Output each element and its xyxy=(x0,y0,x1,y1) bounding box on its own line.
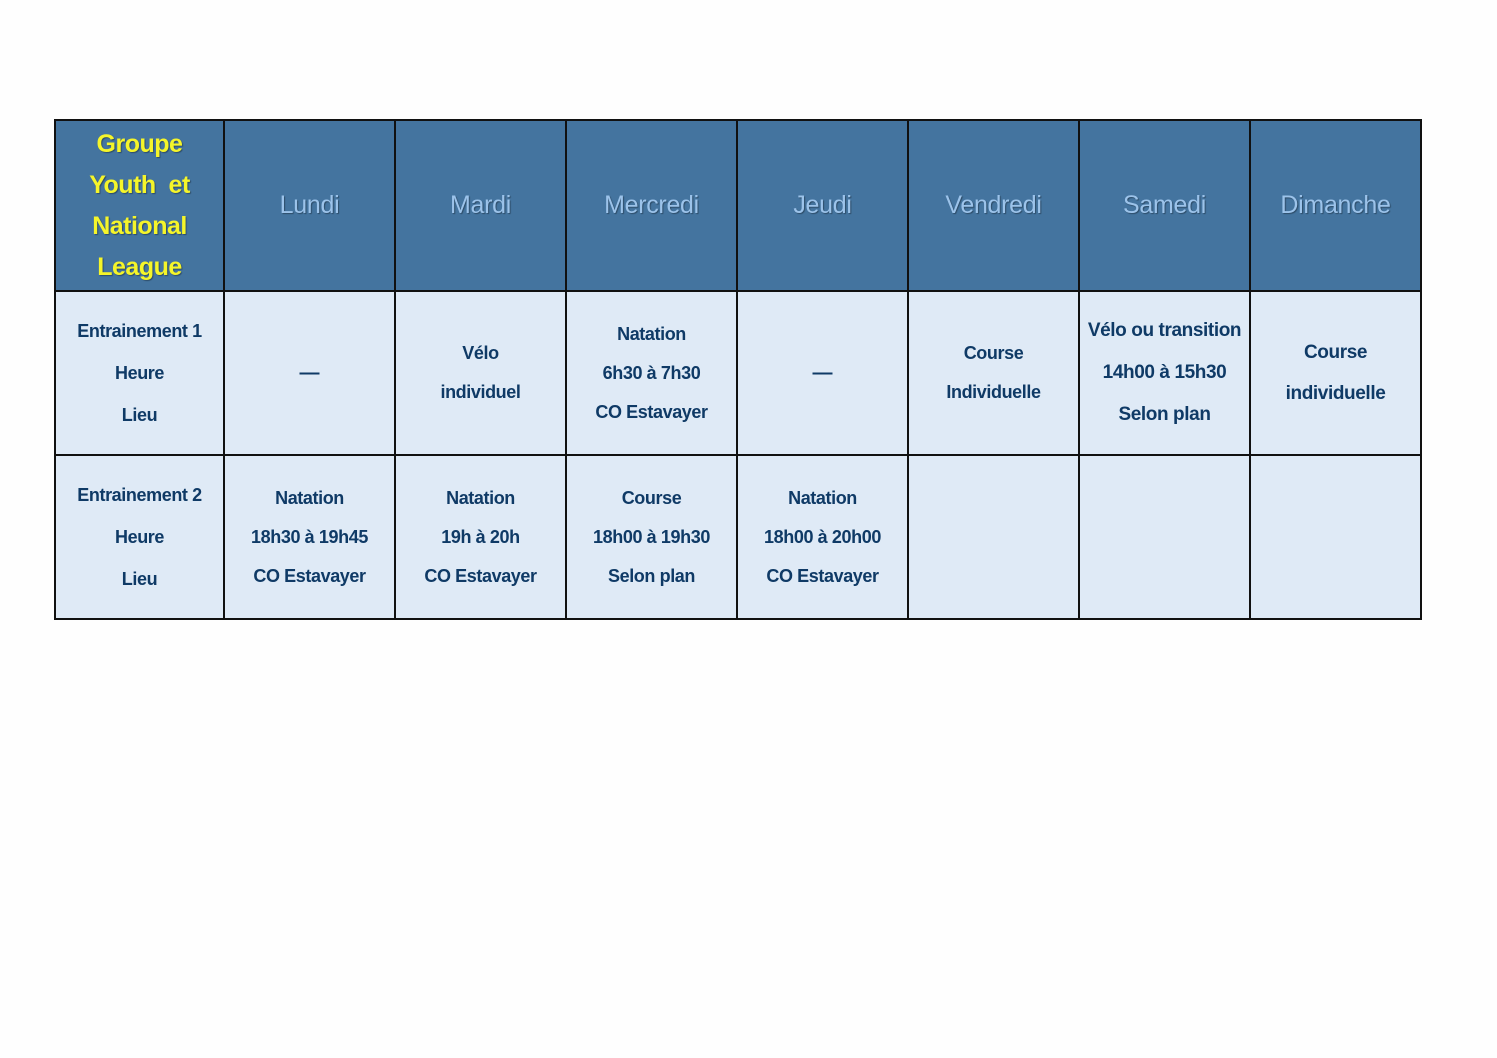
session-line: Vélo xyxy=(462,343,499,363)
session-line: Natation xyxy=(446,487,515,508)
row-label-line: Entrainement 1 xyxy=(77,321,202,341)
schedule-cell-jeudi-2: Natation 18h00 à 20h00 CO Estavayer xyxy=(736,454,909,620)
group-title-line: League xyxy=(97,252,182,281)
day-name: Mercredi xyxy=(604,191,699,219)
schedule-cell-lundi-2: Natation 18h30 à 19h45 CO Estavayer xyxy=(223,454,396,620)
group-title-line: Groupe xyxy=(96,129,183,158)
schedule-cell-samedi-1: Vélo ou transition 14h00 à 15h30 Selon p… xyxy=(1078,290,1251,456)
schedule-cell-dimanche-1: Course individuelle xyxy=(1249,290,1422,456)
day-header-dimanche: Dimanche xyxy=(1249,119,1422,292)
row-label-line: Entrainement 2 xyxy=(77,485,202,505)
session-line: CO Estavayer xyxy=(766,565,879,586)
day-header-mercredi: Mercredi xyxy=(565,119,738,292)
schedule-cell-mardi-1: Vélo individuel xyxy=(394,290,567,456)
row-label-line: Heure xyxy=(114,363,165,383)
session-line: CO Estavayer xyxy=(424,565,537,586)
day-name: Dimanche xyxy=(1280,191,1391,219)
session-info: Course 18h00 à 19h30 Selon plan xyxy=(567,479,736,596)
day-name: Vendredi xyxy=(945,191,1042,219)
session-line: Vélo ou transition xyxy=(1087,320,1242,341)
session-line: individuelle xyxy=(1285,383,1386,404)
schedule-cell-mercredi-1: Natation 6h30 à 7h30 CO Estavayer xyxy=(565,290,738,456)
session-line: Natation xyxy=(788,487,857,508)
session-line: 14h00 à 15h30 xyxy=(1102,362,1227,383)
session-info: Vélo individuel xyxy=(396,334,565,412)
day-header-samedi: Samedi xyxy=(1078,119,1251,292)
session-line: 18h00 à 20h00 xyxy=(764,526,881,547)
group-title: Groupe Youth et National League xyxy=(56,124,223,288)
row-label-line: Lieu xyxy=(121,405,158,425)
day-name: Mardi xyxy=(449,191,511,219)
session-line: Natation xyxy=(275,487,344,508)
session-line: 18h30 à 19h45 xyxy=(251,526,368,547)
row-label-cell: Entrainement 1 Heure Lieu xyxy=(54,290,225,456)
row-label-line: Heure xyxy=(114,527,165,547)
session-line: CO Estavayer xyxy=(595,401,708,422)
session-info: Natation 6h30 à 7h30 CO Estavayer xyxy=(567,315,736,432)
day-name: Jeudi xyxy=(793,191,852,219)
session-line: Individuelle xyxy=(946,382,1041,402)
session-line: Course xyxy=(1303,342,1368,363)
empty-dash: — xyxy=(299,361,320,384)
day-header-jeudi: Jeudi xyxy=(736,119,909,292)
session-line: Selon plan xyxy=(607,565,695,586)
session-info: Natation 18h30 à 19h45 CO Estavayer xyxy=(225,479,394,596)
session-info: Natation 19h à 20h CO Estavayer xyxy=(396,479,565,596)
table-row-entrainement-2: Entrainement 2 Heure Lieu Natation 18h30… xyxy=(54,454,1422,620)
day-name: Lundi xyxy=(279,191,340,219)
day-header-lundi: Lundi xyxy=(223,119,396,292)
row-label: Entrainement 1 Heure Lieu xyxy=(56,310,223,436)
day-name: Samedi xyxy=(1123,191,1206,219)
session-line: Selon plan xyxy=(1118,404,1211,425)
session-line: Course xyxy=(621,487,682,508)
schedule-cell-vendredi-2 xyxy=(907,454,1080,620)
schedule-cell-vendredi-1: Course Individuelle xyxy=(907,290,1080,456)
session-line: Natation xyxy=(617,323,686,344)
row-label-cell: Entrainement 2 Heure Lieu xyxy=(54,454,225,620)
session-info: Course Individuelle xyxy=(909,334,1078,412)
session-line: 18h00 à 19h30 xyxy=(593,526,710,547)
day-header-vendredi: Vendredi xyxy=(907,119,1080,292)
session-line: CO Estavayer xyxy=(253,565,366,586)
session-info: Vélo ou transition 14h00 à 15h30 Selon p… xyxy=(1080,310,1249,436)
schedule-cell-samedi-2 xyxy=(1078,454,1251,620)
row-label: Entrainement 2 Heure Lieu xyxy=(56,474,223,600)
session-line: 19h à 20h xyxy=(441,526,520,547)
group-title-cell: Groupe Youth et National League xyxy=(54,119,225,292)
empty-dash: — xyxy=(812,361,833,384)
schedule-cell-jeudi-1: — xyxy=(736,290,909,456)
day-header-mardi: Mardi xyxy=(394,119,567,292)
session-line: Course xyxy=(963,343,1024,363)
session-info: Course individuelle xyxy=(1251,332,1420,414)
schedule-cell-dimanche-2 xyxy=(1249,454,1422,620)
session-info: Natation 18h00 à 20h00 CO Estavayer xyxy=(738,479,907,596)
group-title-line: Youth et xyxy=(89,170,190,199)
schedule-cell-mardi-2: Natation 19h à 20h CO Estavayer xyxy=(394,454,567,620)
training-schedule-table: Groupe Youth et National League Lundi Ma… xyxy=(54,119,1422,620)
session-line: 6h30 à 7h30 xyxy=(602,362,701,383)
session-line: individuel xyxy=(440,382,521,402)
schedule-cell-mercredi-2: Course 18h00 à 19h30 Selon plan xyxy=(565,454,738,620)
header-row: Groupe Youth et National League Lundi Ma… xyxy=(54,119,1422,292)
row-label-line: Lieu xyxy=(121,569,158,589)
group-title-line: National xyxy=(92,211,187,240)
schedule-cell-lundi-1: — xyxy=(223,290,396,456)
table-row-entrainement-1: Entrainement 1 Heure Lieu — Vélo individ… xyxy=(54,290,1422,456)
